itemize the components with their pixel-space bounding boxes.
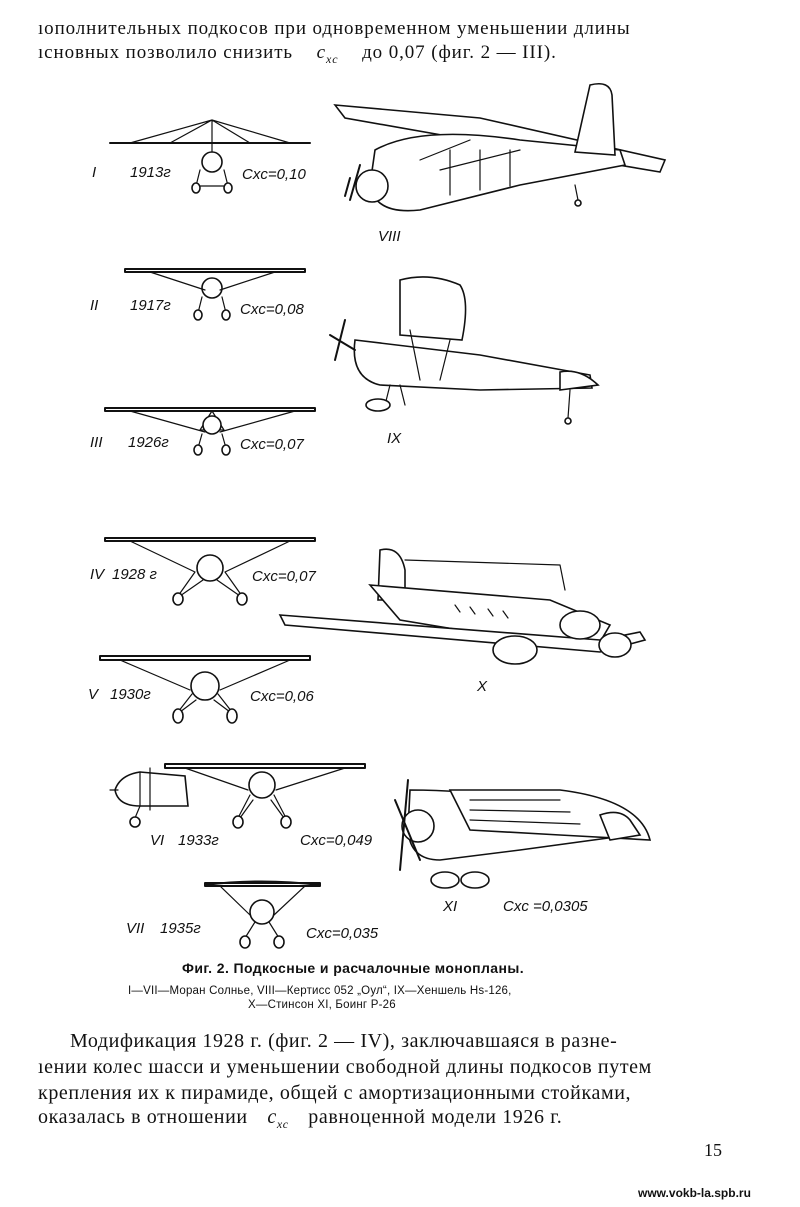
plane-vii-year: 1935г [160, 920, 201, 937]
plane-ix-drawing [329, 276, 600, 425]
plane-vi-coef: Cxc=0,049 [300, 832, 373, 849]
bottom-text-line1: Модификация 1928 г. (фиг. 2 — IV), заклю… [70, 1030, 618, 1052]
plane-iii-drawing [104, 407, 316, 456]
plane-iii-year: 1926г [128, 434, 169, 451]
plane-vi-year: 1933г [178, 832, 219, 849]
bottom-text-line2: ıении колес шасси и уменьшении свободной… [38, 1056, 652, 1078]
plane-viii-drawing [333, 82, 667, 212]
plane-i-numeral: I [92, 164, 97, 181]
top-text-line2-pre: ıсновных позволило снизить [38, 42, 293, 63]
plane-vii-coef: Cxc=0,035 [306, 925, 379, 942]
plane-iv-year: 1928 г [112, 566, 157, 583]
plane-i-year: 1913г [130, 164, 171, 181]
plane-x-drawing [278, 548, 647, 665]
top-text-line2: ıсновных позволило снизить cxc до 0,07 (… [38, 42, 557, 67]
plane-ii-coef: Cxc=0,08 [240, 301, 304, 318]
source-url: www.vokb-la.spb.ru [638, 1186, 751, 1200]
bottom-text-line4-post: равноценной модели 1926 г. [308, 1106, 563, 1128]
bottom-text-line3: крепления их к пирамиде, общей с амортиз… [38, 1082, 632, 1104]
top-text-line2-post: до 0,07 (фиг. 2 — III). [362, 42, 557, 63]
plane-vii-numeral: VII [126, 920, 145, 937]
plane-iv-drawing [104, 537, 316, 606]
page-number: 15 [704, 1140, 722, 1160]
bottom-text-line4: оказалась в отношении cxc равноценной мо… [38, 1106, 562, 1132]
plane-i-coef: Cxc=0,10 [242, 166, 306, 183]
cx-symbol: cxc [316, 42, 339, 66]
plane-vi-drawing [109, 763, 366, 829]
plane-i-drawing [109, 119, 311, 194]
top-text-line1: ıополнительных подкосов при одновременно… [38, 18, 631, 39]
cx-symbol-bottom: cxc [267, 1106, 289, 1131]
plane-v-numeral: V [88, 686, 99, 703]
plane-x-numeral: X [477, 678, 488, 695]
plane-viii-numeral: VIII [378, 228, 401, 245]
plane-ix-numeral: IX [387, 430, 402, 447]
plane-vi-numeral: VI [150, 832, 165, 849]
plane-xi-coef: Cxc =0,0305 [503, 898, 588, 915]
bottom-text-line4-pre: оказалась в отношении [38, 1106, 248, 1128]
plane-ii-drawing [124, 268, 306, 321]
plane-v-coef: Cxc=0,06 [250, 688, 314, 705]
plane-ii-numeral: II [90, 297, 99, 314]
figure-caption-line2: X—Стинсон XI, Боинг Р-26 [248, 999, 396, 1011]
figure-caption-title: Фиг. 2. Подкосные и расчалочные моноплан… [182, 960, 524, 976]
plane-v-year: 1930г [110, 686, 151, 703]
plane-v-drawing [99, 655, 311, 724]
plane-ii-year: 1917г [130, 297, 171, 314]
plane-iii-coef: Cxc=0,07 [240, 436, 304, 453]
plane-iv-coef: Cxc=0,07 [252, 568, 316, 585]
figure-caption-line1: I—VII—Моран Солнье, VIII—Кертисс 052 „Оу… [128, 985, 512, 997]
plane-xi-numeral: XI [443, 898, 458, 915]
plane-vii-drawing [204, 880, 321, 949]
plane-iii-numeral: III [90, 434, 103, 451]
plane-iv-numeral: IV [90, 566, 105, 583]
plane-xi-drawing [394, 779, 652, 889]
